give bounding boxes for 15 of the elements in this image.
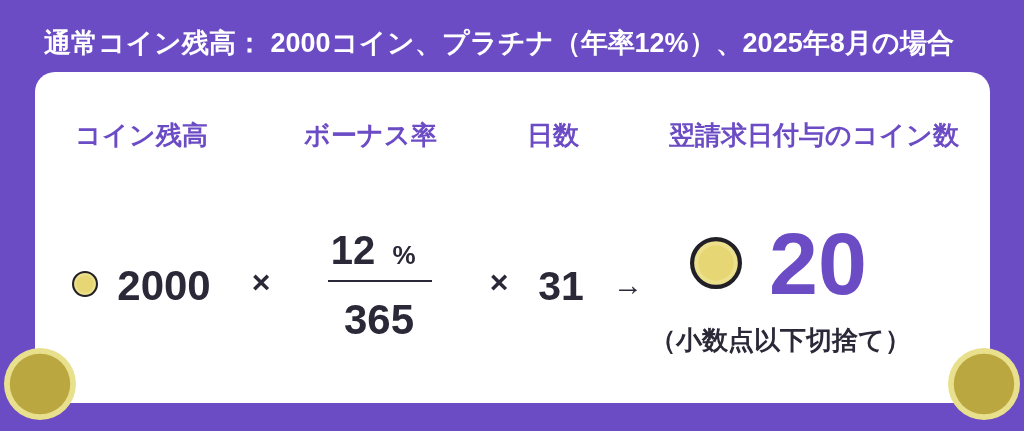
denominator-value: 365 xyxy=(343,296,415,344)
result-arrow: → xyxy=(613,267,643,301)
rounding-note: （小数点以下切捨て） xyxy=(649,325,911,355)
coin-balance-value: 2000 xyxy=(117,262,211,310)
column-heading: コイン残高 xyxy=(74,120,208,150)
multiply-sign: × xyxy=(489,265,509,301)
numerator-value: 12 xyxy=(330,228,376,272)
days-value: 31 xyxy=(538,264,584,310)
column-heading: 翌請求日付与のコイン数 xyxy=(669,120,959,150)
column-heading: ボーナス率 xyxy=(303,120,437,150)
column-heading: 日数 xyxy=(527,120,579,150)
multiply-sign: × xyxy=(251,265,271,301)
result-value: 20 xyxy=(769,215,867,313)
title: 通常コイン残高： 2000コイン、プラチナ（年率12%）、2025年8月の場合 xyxy=(44,29,954,59)
percent-sign: % xyxy=(392,240,416,270)
